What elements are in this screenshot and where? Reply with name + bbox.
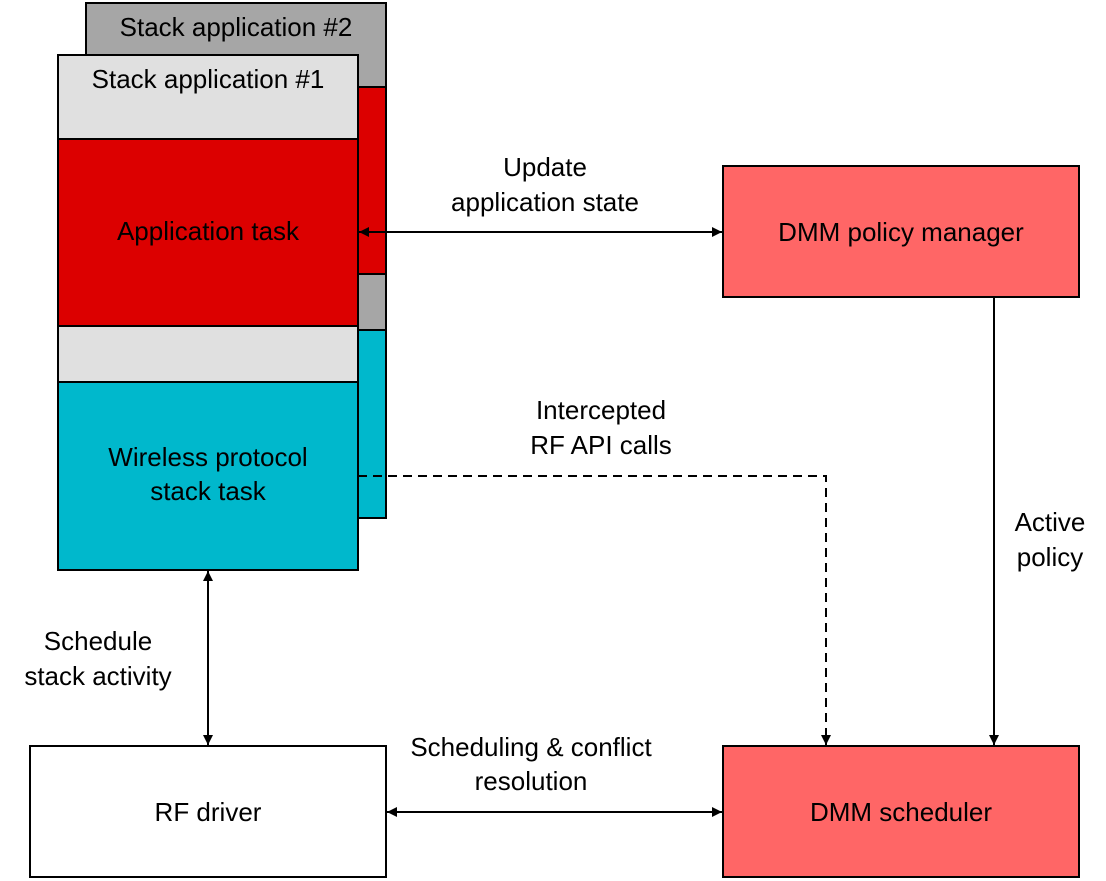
schedule-activity-label-line-1: Schedule <box>44 626 152 656</box>
dmm-scheduler: DMM scheduler <box>722 745 1080 878</box>
application-task-label: Application task <box>117 216 300 246</box>
intercepted-calls-arrow <box>358 475 831 745</box>
stack-app-1-title: Stack application #1 <box>92 64 325 94</box>
stack-app-2-title: Stack application #2 <box>120 12 353 42</box>
dmm-policy-manager-block <box>722 165 1080 298</box>
active-policy-label-line-1: Active <box>1015 507 1086 537</box>
stack-application-1: Stack application #1 Application task Wi… <box>57 54 359 571</box>
stack-app-2-mid-bar <box>355 273 387 331</box>
dmm-scheduler-block <box>722 745 1080 878</box>
rf-driver: RF driver <box>29 745 387 878</box>
intercepted-label-line-2: RF API calls <box>530 430 672 460</box>
active-policy-label-line-2: policy <box>1017 542 1083 572</box>
wireless-task-label-line-2: stack task <box>150 476 267 506</box>
update-state-label-line-2: application state <box>451 187 639 217</box>
stack-app-2-app-task <box>355 86 387 275</box>
rf-driver-label: RF driver <box>155 797 262 827</box>
stack-application-2: Stack application #2 <box>85 2 387 519</box>
conflict-resolution-label-line-1: Scheduling & conflict <box>410 732 652 762</box>
wireless-task-label-line-1: Wireless protocol <box>108 442 307 472</box>
stack-app-1-mid-bar <box>57 325 359 383</box>
dmm-scheduler-label: DMM scheduler <box>810 797 992 827</box>
conflict-resolution-label-line-2: resolution <box>475 766 588 796</box>
update-state-label-line-1: Update <box>503 152 587 182</box>
intercepted-label-line-1: Intercepted <box>536 395 666 425</box>
dmm-policy-manager-label: DMM policy manager <box>778 217 1024 247</box>
stack-app-2-wireless-task <box>355 329 387 519</box>
dmm-policy-manager: DMM policy manager <box>722 165 1080 298</box>
wireless-protocol-stack-task-block <box>57 381 359 571</box>
rf-driver-block <box>29 745 387 878</box>
schedule-activity-label-line-2: stack activity <box>24 661 171 691</box>
